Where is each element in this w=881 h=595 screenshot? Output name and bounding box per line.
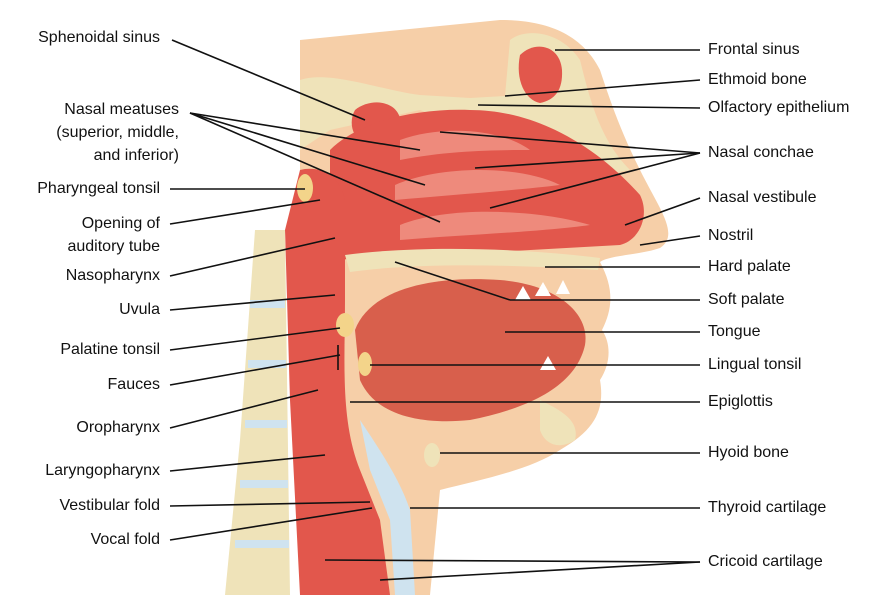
label-pharyngeal-tonsil: Pharyngeal tonsil — [37, 179, 160, 199]
label-nostril: Nostril — [708, 226, 753, 246]
hyoid-bone — [424, 443, 440, 467]
lingual-tonsil — [358, 352, 372, 376]
label-oropharynx: Oropharynx — [76, 418, 160, 438]
label-laryngopharynx: Laryngopharynx — [45, 461, 160, 481]
label-vestibular-fold: Vestibular fold — [59, 496, 160, 516]
label-cricoid-cartilage: Cricoid cartilage — [708, 552, 823, 572]
label-epiglottis: Epiglottis — [708, 392, 773, 412]
label-hard-palate: Hard palate — [708, 257, 791, 277]
label-soft-palate: Soft palate — [708, 290, 785, 310]
label-nasal-meatuses-line2: (superior, middle, — [56, 123, 179, 143]
label-palatine-tonsil: Palatine tonsil — [60, 340, 160, 360]
label-uvula: Uvula — [119, 300, 160, 320]
label-fauces: Fauces — [108, 375, 160, 395]
label-lingual-tonsil: Lingual tonsil — [708, 355, 801, 375]
label-ethmoid-bone: Ethmoid bone — [708, 70, 807, 90]
label-thyroid-cartilage: Thyroid cartilage — [708, 498, 826, 518]
palatine-tonsil — [336, 313, 354, 337]
label-nasal-meatuses-line3: and inferior) — [94, 146, 179, 166]
label-hyoid-bone: Hyoid bone — [708, 443, 789, 463]
label-nasopharynx: Nasopharynx — [66, 266, 160, 286]
pharyngeal-tonsil — [297, 174, 313, 202]
label-tongue: Tongue — [708, 322, 761, 342]
label-frontal-sinus: Frontal sinus — [708, 40, 800, 60]
label-sphenoidal-sinus: Sphenoidal sinus — [38, 28, 160, 48]
label-opening-auditory-line1: Opening of — [82, 214, 160, 234]
label-vocal-fold: Vocal fold — [91, 530, 160, 550]
label-nasal-vestibule: Nasal vestibule — [708, 188, 817, 208]
label-opening-auditory-line2: auditory tube — [67, 237, 160, 257]
label-nasal-meatuses-line1: Nasal meatuses — [64, 100, 179, 120]
label-olfactory-epithelium: Olfactory epithelium — [708, 98, 849, 118]
label-nasal-conchae: Nasal conchae — [708, 143, 814, 163]
